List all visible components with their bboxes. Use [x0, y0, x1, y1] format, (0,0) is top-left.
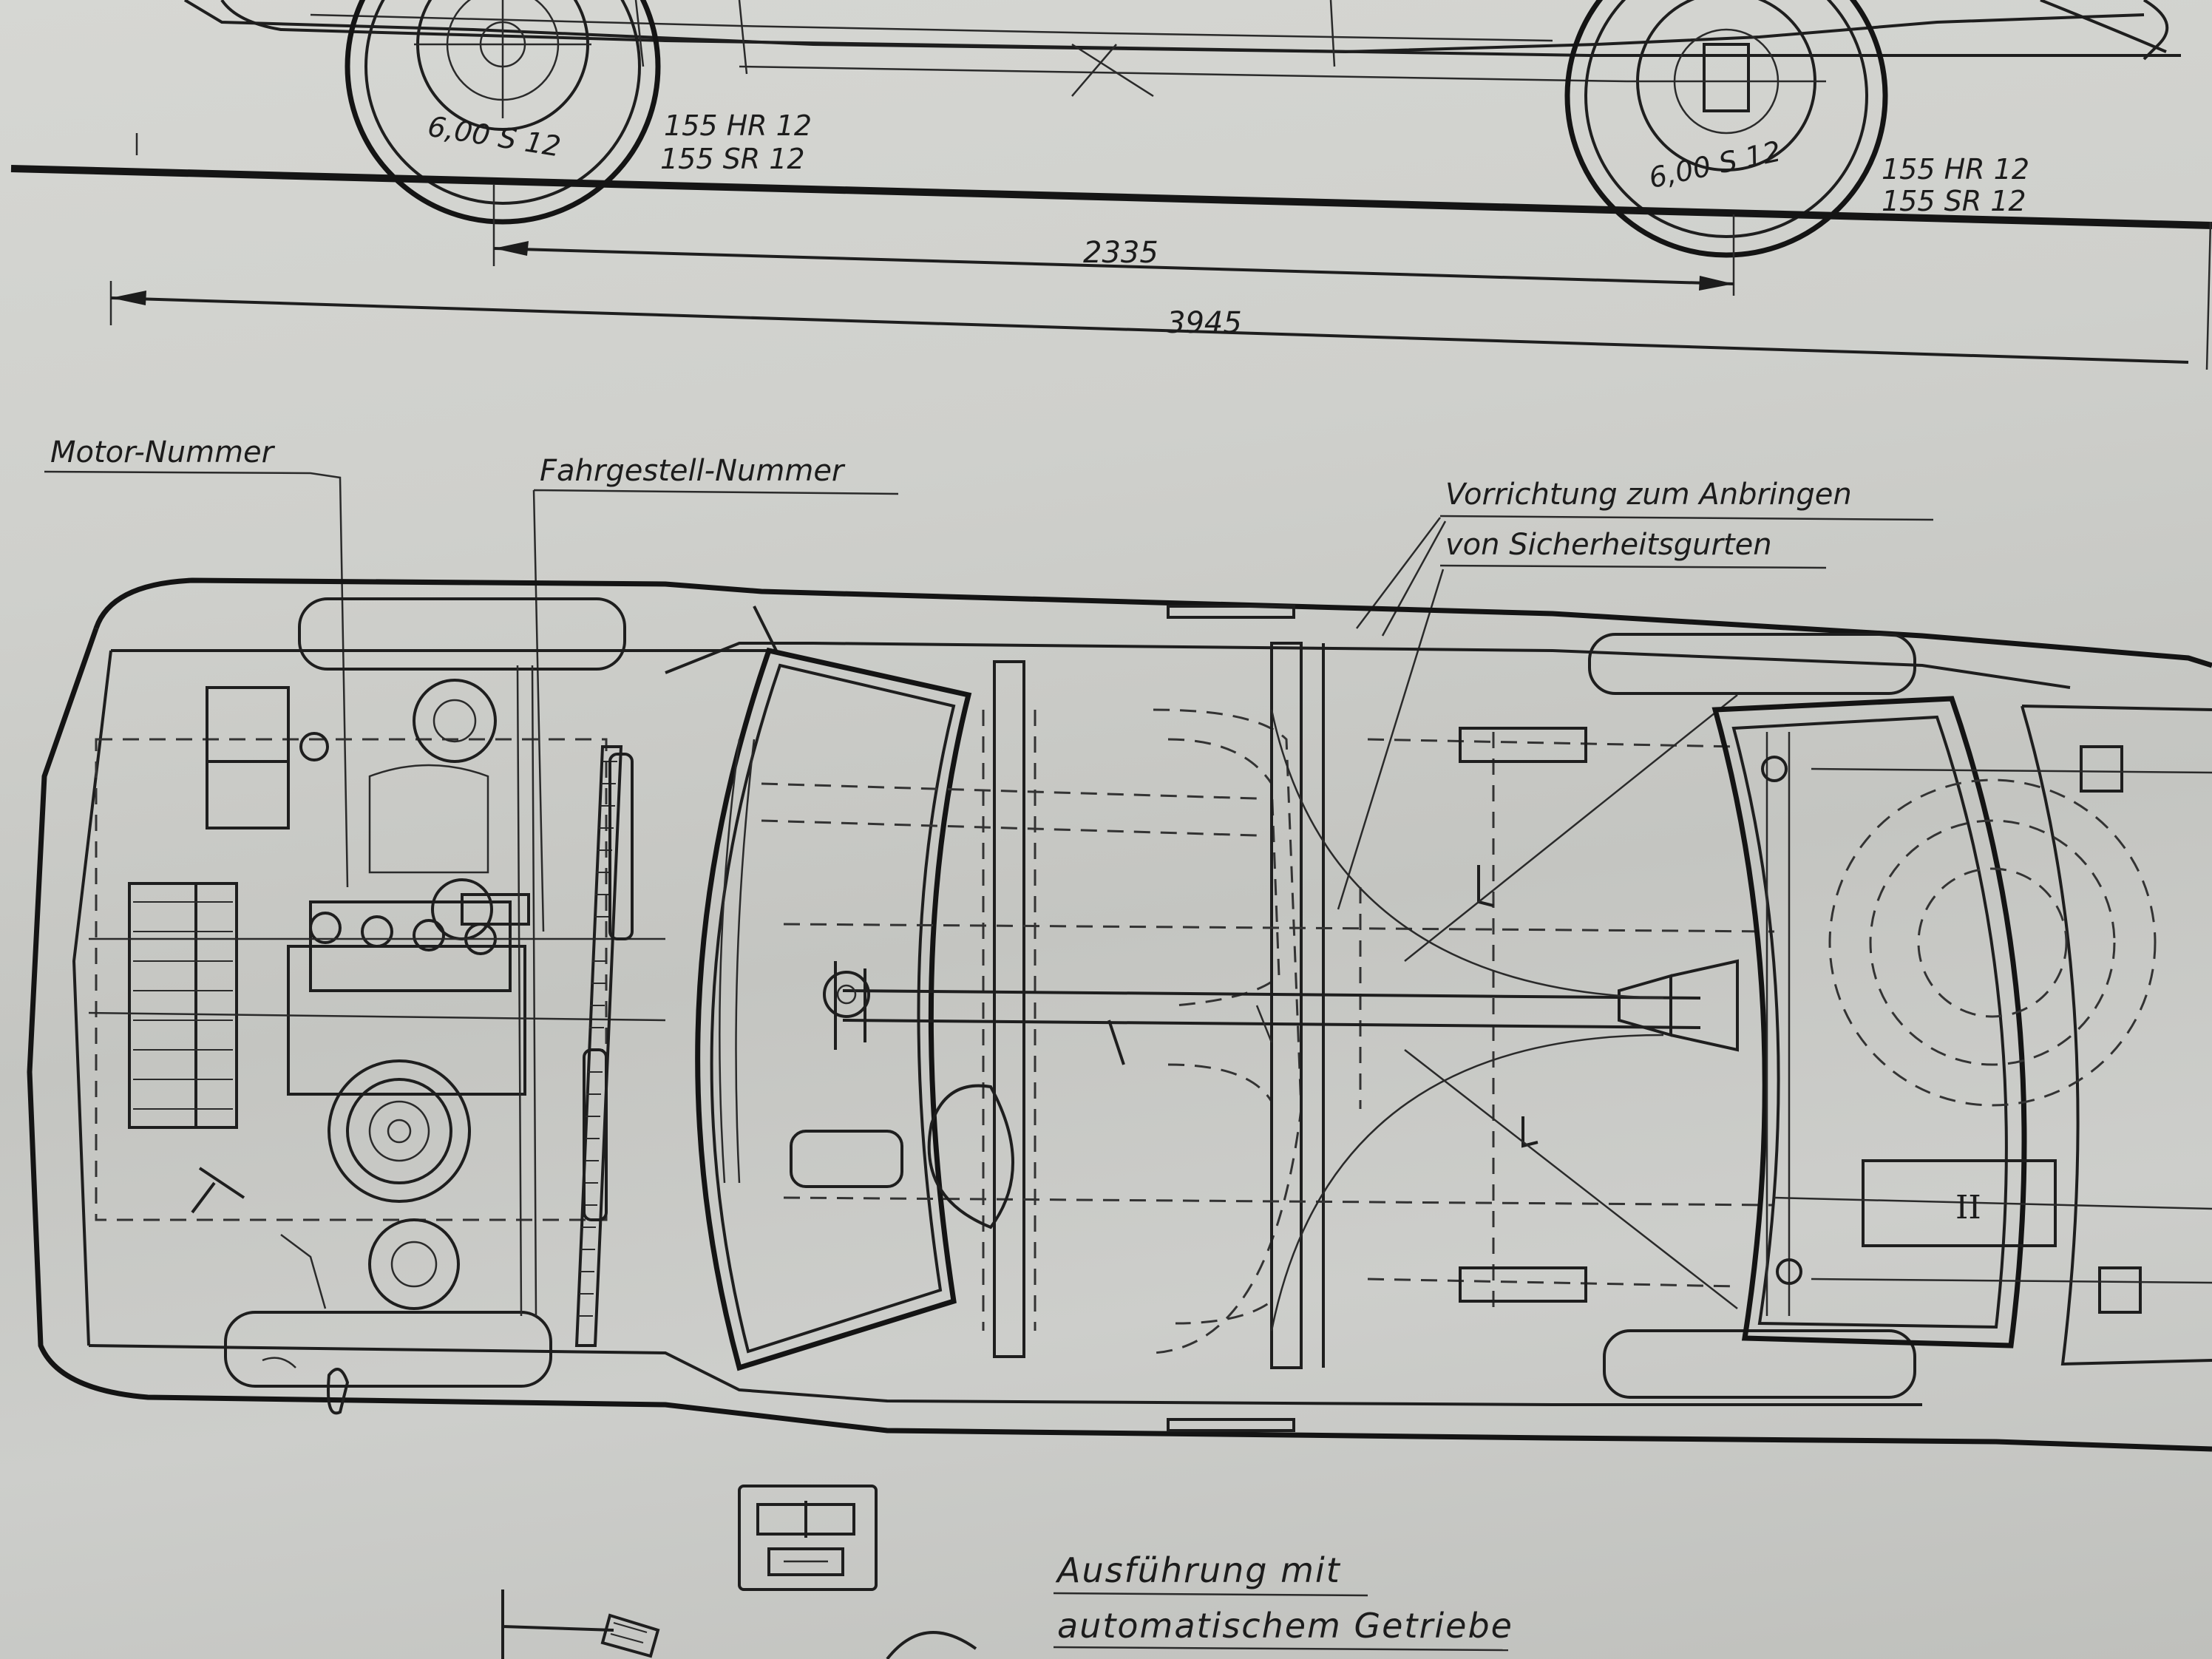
automatic-note-line1: Ausführung mit [1055, 1550, 1341, 1590]
rear-window [1711, 696, 2027, 1348]
rear-left-wheel [1588, 633, 1916, 695]
overall-length-dimension: 3945 [1167, 306, 1242, 340]
rear-wheel [1564, 0, 1888, 258]
rear-tire-hr-label: 155 HR 12 [1882, 153, 2029, 186]
front-tire-hr-label: 155 HR 12 [664, 109, 812, 142]
front-right-wheel [224, 1311, 552, 1388]
trunk: II [1774, 705, 2212, 1366]
rear-tire-sr-label: 155 SR 12 [1882, 185, 2026, 217]
radiator [574, 745, 634, 1347]
engine-number-label: Motor-Nummer [50, 435, 276, 469]
pedal-detail [501, 1590, 977, 1659]
seatbelt-mount-label-2: von Sicherheitsgurten [1445, 528, 1772, 562]
automatic-transmission-note: Ausführung mit automatischem Getriebe [1053, 1550, 1513, 1652]
front-wheel [345, 0, 661, 225]
automatic-note-line2: automatischem Getriebe [1057, 1606, 1513, 1646]
gear-selector-detail [738, 1485, 878, 1591]
windshield [695, 647, 972, 1371]
rear-wheel-size-label: 6,00 S 12 [1646, 135, 1783, 194]
cabin [761, 605, 1775, 1432]
dimension-lines: 2335 3945 [109, 185, 2212, 370]
front-left-wheel [298, 597, 626, 671]
rear-right-wheel [1603, 1329, 1916, 1399]
ground-line [10, 165, 2212, 229]
side-view-car: 6,00 S 12 6,00 S 12 155 HR 12 155 SR 12 … [10, 0, 2212, 258]
engine-bay [88, 665, 666, 1415]
wheelbase-dimension: 2335 [1083, 236, 1158, 270]
front-tire-sr-label: 155 SR 12 [660, 143, 805, 175]
drive-shaft [823, 694, 1739, 1331]
callouts: Motor-Nummer Fahrgestell-Nummer Vorricht… [44, 435, 1934, 932]
seatbelt-mount-label-1: Vorrichtung zum Anbringen [1445, 478, 1852, 512]
chassis-number-label: Fahrgestell-Nummer [540, 454, 846, 488]
rear-marker-label: II [1955, 1189, 1981, 1227]
plan-view-car: II [27, 577, 2212, 1452]
